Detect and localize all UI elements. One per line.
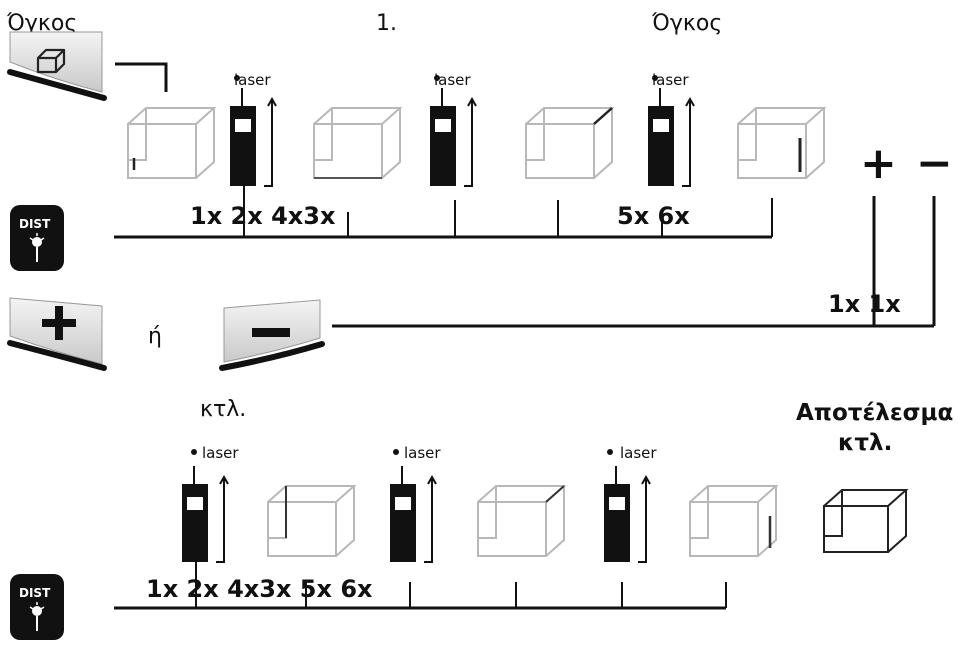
box-1 — [127, 107, 217, 179]
minus-symbol: − — [916, 138, 953, 189]
svg-text:DIST: DIST — [19, 586, 51, 600]
laser-label-5: laser — [404, 444, 441, 462]
dist-button-1[interactable]: DIST — [10, 205, 64, 271]
result-label-line2: κτλ. — [838, 430, 892, 456]
result-box — [823, 489, 909, 553]
laser-device-5: laser — [390, 444, 441, 563]
laser-device-3: laser — [648, 71, 695, 187]
plus-button[interactable] — [7, 297, 107, 371]
box-4 — [737, 107, 827, 179]
dist-laser-icon — [29, 233, 45, 262]
volume-button[interactable] — [7, 31, 107, 101]
laser-label-1: laser — [234, 71, 271, 89]
etc-label-left: κτλ. — [200, 397, 246, 422]
counts-row1-b: 5x 6x — [617, 202, 690, 230]
counts-row1-a: 1x 2x 4x3x — [190, 202, 336, 230]
laser-device-1: laser — [230, 71, 277, 187]
laser-device-4: laser — [182, 444, 239, 563]
minus-icon — [252, 328, 290, 337]
volume-connector — [115, 62, 168, 92]
laser-label-3: laser — [652, 71, 689, 89]
volume-label-right: Όγκος — [651, 11, 722, 36]
plus-symbol: + — [860, 138, 897, 189]
laser-device-6: laser — [604, 444, 657, 563]
result-label-line1: Αποτέλεσμα — [796, 400, 953, 426]
box-6 — [477, 485, 567, 557]
box-7 — [689, 485, 779, 557]
plus-icon — [42, 306, 76, 340]
counts-row2: 1x 2x 4x3x 5x 6x — [146, 575, 373, 603]
or-label: ή — [148, 324, 162, 349]
dist-laser-icon — [29, 602, 45, 631]
laser-label-4: laser — [202, 444, 239, 462]
box-5 — [267, 485, 357, 557]
step-one-label: 1. — [376, 11, 397, 36]
box-3 — [525, 107, 615, 179]
laser-label-2: laser — [434, 71, 471, 89]
minus-button[interactable] — [219, 299, 325, 371]
box-2 — [313, 107, 403, 179]
svg-text:DIST: DIST — [19, 217, 51, 231]
laser-device-2: laser — [430, 71, 477, 187]
timeline-row2-ticks — [195, 562, 727, 608]
volume-icon — [36, 48, 66, 74]
counts-plusminus: 1x 1x — [828, 290, 901, 318]
laser-label-6: laser — [620, 444, 657, 462]
timeline-row1-ticks — [243, 186, 773, 237]
dist-button-2[interactable]: DIST — [10, 574, 64, 640]
